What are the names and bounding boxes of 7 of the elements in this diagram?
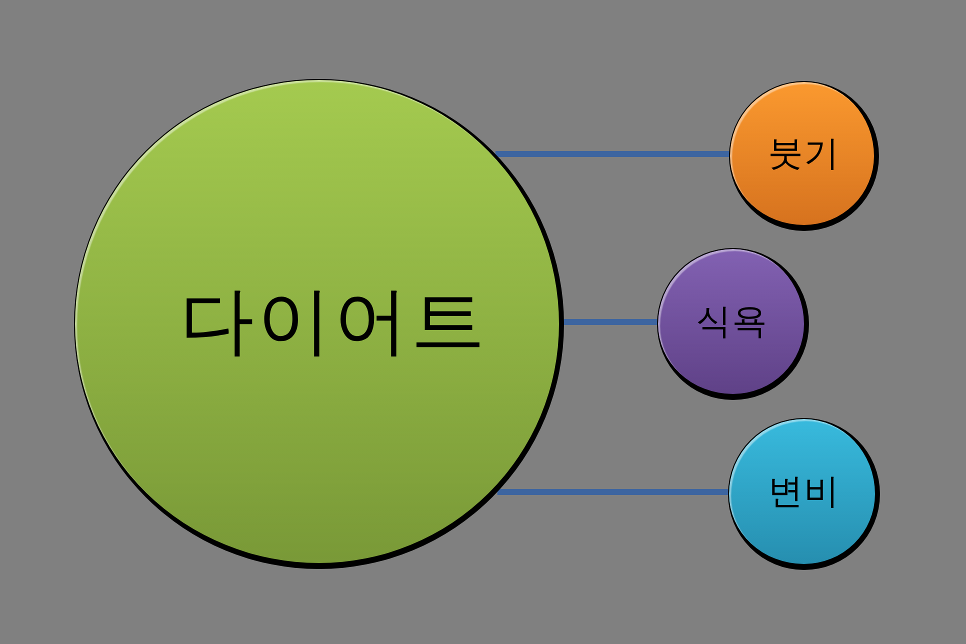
connector-line — [564, 319, 658, 325]
subtopic-circle: 식욕 — [657, 248, 809, 400]
connector-line — [495, 151, 730, 157]
subtopic-circle: 변비 — [728, 418, 880, 570]
topic-circle: 다이어트 — [74, 79, 564, 569]
subtopic-circle: 붓기 — [729, 81, 879, 231]
connector-line — [497, 489, 728, 495]
